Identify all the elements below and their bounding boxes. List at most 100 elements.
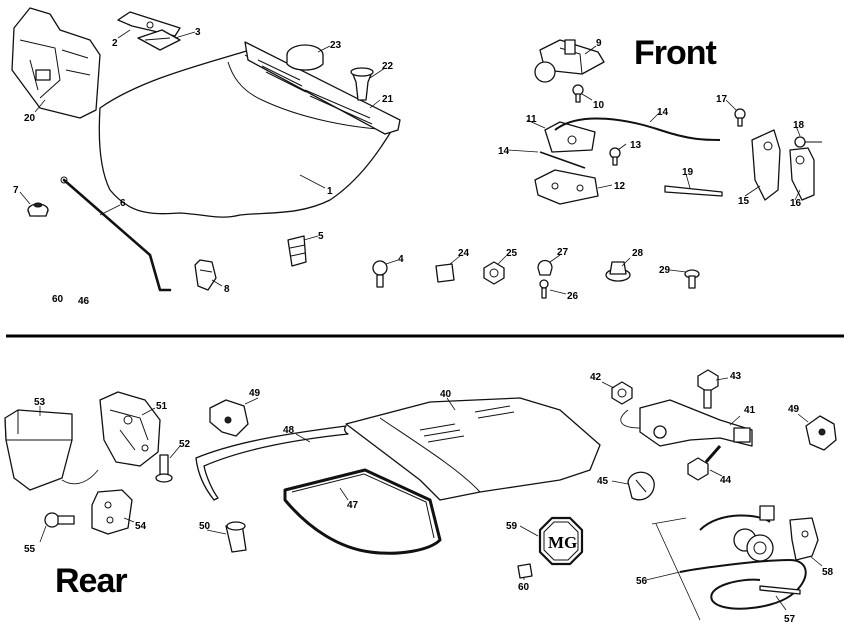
part-8-clip bbox=[194, 259, 217, 291]
part-58-bracket bbox=[789, 517, 819, 561]
label-46: 46 bbox=[78, 296, 90, 307]
part-24-block bbox=[435, 263, 455, 283]
part-56-cable bbox=[651, 517, 807, 621]
label-51: 51 bbox=[156, 401, 168, 412]
label-17: 17 bbox=[716, 94, 728, 105]
part-29-stud bbox=[684, 269, 700, 289]
label-43: 43 bbox=[730, 371, 742, 382]
label-47: 47 bbox=[347, 500, 359, 511]
label-24: 24 bbox=[458, 248, 470, 259]
label-55: 55 bbox=[24, 544, 36, 555]
part-16-hinge bbox=[789, 147, 815, 201]
label-7: 7 bbox=[13, 185, 19, 196]
front-part-numbers: 1 2 3 4 5 6 7 8 9 10 11 12 13 14 14 15 1… bbox=[13, 27, 805, 307]
label-12: 12 bbox=[614, 181, 626, 192]
part-20-bracket bbox=[11, 7, 101, 119]
part-14-cable bbox=[539, 117, 721, 169]
part-57-lock bbox=[699, 505, 775, 562]
label-8: 8 bbox=[224, 284, 230, 295]
part-55-grommet bbox=[44, 512, 75, 528]
rear-leader-lines bbox=[39, 377, 823, 611]
part-22-clip bbox=[350, 67, 374, 101]
part-59-mg-badge: MG bbox=[538, 516, 584, 566]
label-14a: 14 bbox=[657, 107, 669, 118]
label-26: 26 bbox=[567, 291, 579, 302]
part-26-screw bbox=[539, 279, 549, 299]
front-section-title: Front bbox=[634, 34, 717, 72]
part-10-bolt bbox=[572, 84, 584, 103]
part-49-clip-right bbox=[805, 415, 837, 451]
label-19: 19 bbox=[682, 167, 694, 178]
part-18-screw bbox=[794, 136, 822, 148]
rear-part-numbers: 40 41 42 43 44 45 47 48 49 49 50 51 52 5… bbox=[24, 371, 834, 625]
label-45: 45 bbox=[597, 476, 609, 487]
front-leader-lines bbox=[19, 29, 801, 295]
part-6-stay bbox=[60, 176, 172, 292]
label-50: 50 bbox=[199, 521, 211, 532]
label-25: 25 bbox=[506, 248, 518, 259]
label-1: 1 bbox=[327, 186, 333, 197]
label-23: 23 bbox=[330, 40, 342, 51]
part-43-bolt bbox=[697, 369, 719, 409]
label-14b: 14 bbox=[498, 146, 510, 157]
part-40-bootlid bbox=[345, 397, 601, 501]
part-48-seal bbox=[195, 425, 349, 501]
part-60-grommet bbox=[517, 563, 533, 579]
part-57-rod bbox=[759, 585, 801, 595]
part-23-cap bbox=[286, 44, 324, 71]
arrow-53-51 bbox=[61, 469, 99, 485]
label-4: 4 bbox=[398, 254, 404, 265]
label-60-rear: 60 bbox=[518, 582, 530, 593]
label-3: 3 bbox=[195, 27, 201, 38]
label-44: 44 bbox=[720, 475, 732, 486]
label-52: 52 bbox=[179, 439, 191, 450]
part-49-clip-left bbox=[209, 399, 249, 437]
part-4-bolt bbox=[372, 260, 388, 288]
label-27: 27 bbox=[557, 247, 569, 258]
label-11: 11 bbox=[526, 114, 537, 125]
label-42: 42 bbox=[590, 372, 602, 383]
label-28: 28 bbox=[632, 248, 644, 259]
part-27-cap bbox=[537, 259, 553, 276]
label-40: 40 bbox=[440, 389, 452, 400]
part-17-screw bbox=[734, 108, 746, 127]
rear-section-title: Rear bbox=[55, 562, 127, 600]
arrow-42 bbox=[620, 409, 641, 429]
part-47-seal-frame bbox=[283, 468, 442, 555]
part-50-buffer bbox=[225, 521, 247, 553]
part-9-latch bbox=[534, 39, 605, 83]
label-6: 6 bbox=[120, 198, 126, 209]
label-57: 57 bbox=[784, 614, 796, 625]
part-7-grommet bbox=[27, 202, 49, 217]
label-60-front: 60 bbox=[52, 294, 64, 305]
label-49-left: 49 bbox=[249, 388, 261, 399]
part-52-bolt bbox=[155, 454, 173, 483]
label-18: 18 bbox=[793, 120, 805, 131]
part-41-hinge bbox=[639, 399, 753, 447]
part-3-pad bbox=[137, 29, 181, 51]
label-59: 59 bbox=[506, 521, 518, 532]
label-29: 29 bbox=[659, 265, 671, 276]
part-28-nut bbox=[605, 261, 631, 282]
label-41: 41 bbox=[744, 405, 756, 416]
label-9: 9 bbox=[596, 38, 602, 49]
part-44-bolt bbox=[687, 445, 722, 481]
label-58: 58 bbox=[822, 567, 834, 578]
label-13: 13 bbox=[630, 140, 642, 151]
label-49-right: 49 bbox=[788, 404, 800, 415]
part-1-bonnet bbox=[98, 49, 396, 218]
label-48: 48 bbox=[283, 425, 295, 436]
label-53: 53 bbox=[34, 397, 46, 408]
label-54: 54 bbox=[135, 521, 147, 532]
part-45-clip bbox=[627, 471, 655, 501]
label-5: 5 bbox=[318, 231, 324, 242]
label-2: 2 bbox=[112, 38, 118, 49]
label-10: 10 bbox=[593, 100, 605, 111]
part-54-plate bbox=[91, 489, 133, 535]
part-15-hinge bbox=[751, 129, 781, 201]
part-19-rod bbox=[664, 185, 723, 197]
label-21: 21 bbox=[382, 94, 394, 105]
mg-badge-text: MG bbox=[548, 533, 577, 552]
